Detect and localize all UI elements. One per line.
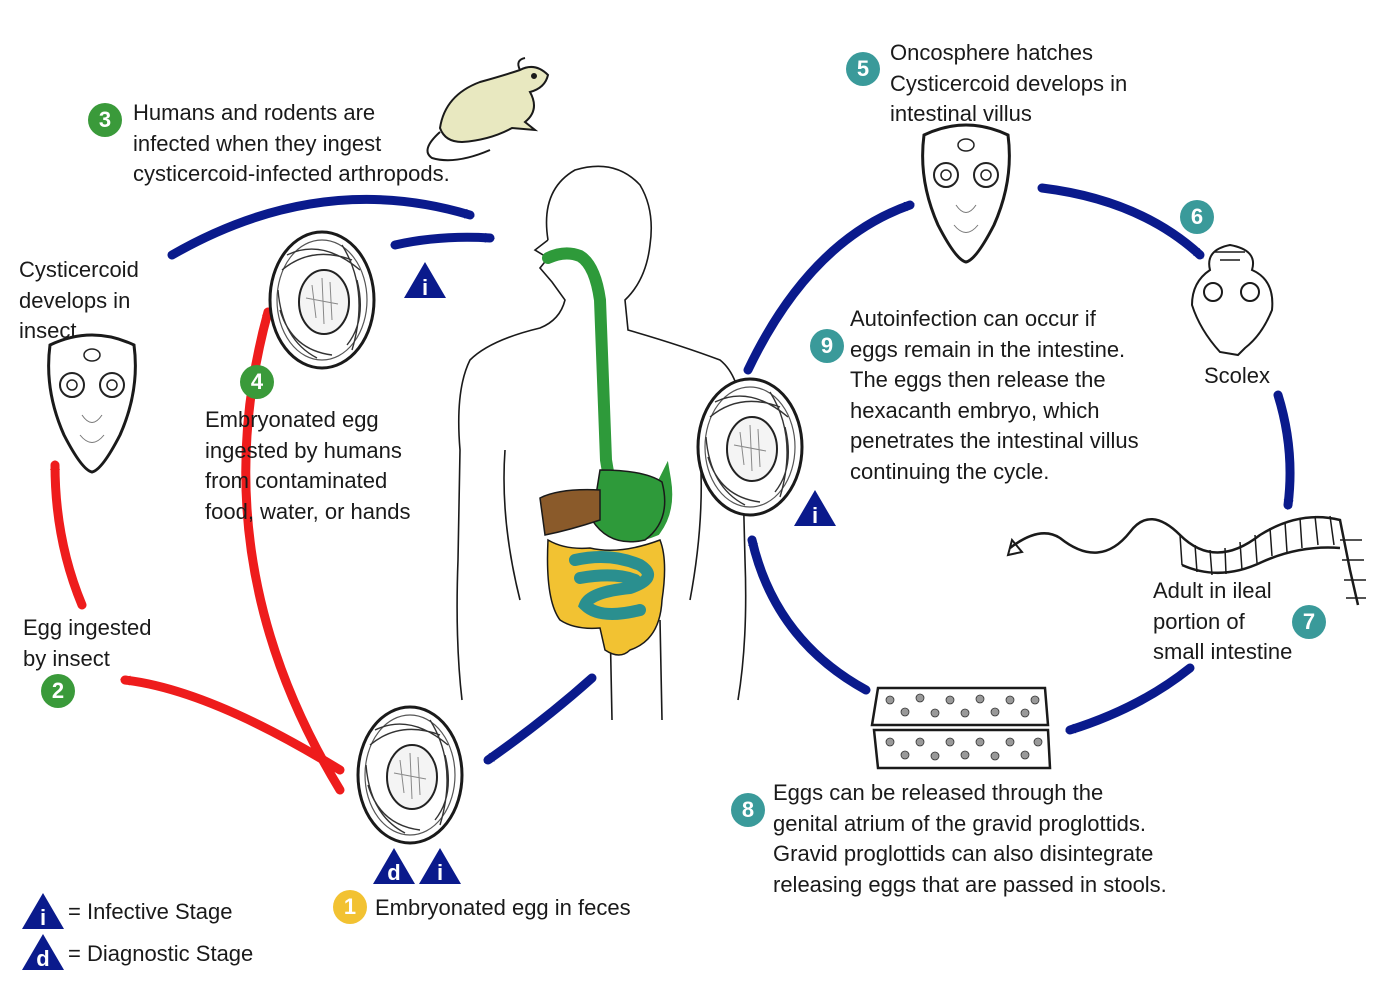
infective-marker-feces: i <box>419 848 461 885</box>
gravid-proglottids <box>870 686 1052 770</box>
cysticercoid-insect <box>47 333 137 474</box>
legend-infective-symbol: i <box>22 893 64 930</box>
svg-text:i: i <box>437 860 443 885</box>
infective-marker-auto: i <box>794 490 836 528</box>
cysticercoid-villus <box>921 123 1011 264</box>
step-1-text: Embryonated egg in feces <box>375 895 631 920</box>
egg-feces <box>356 705 464 845</box>
svg-text:i: i <box>422 275 428 300</box>
egg-infective-top <box>268 230 376 370</box>
stomach <box>591 469 666 543</box>
adult-worm <box>1006 515 1366 606</box>
step-1-badge: 1 <box>333 890 367 924</box>
step-7-text: Adult in ileal portion of small intestin… <box>1153 578 1293 664</box>
step-2-badge: 2 <box>41 674 75 708</box>
svg-text:i: i <box>812 503 818 528</box>
small-intestine <box>569 551 654 620</box>
infective-marker-top: i <box>404 262 446 300</box>
step-2-text: Egg ingested by insect <box>23 615 152 671</box>
blue-arrows <box>167 183 1295 765</box>
diagnostic-marker-feces: d <box>373 848 415 885</box>
step-6-badge: 6 <box>1180 200 1214 234</box>
step-4-text: Embryonated egg ingested by humans from … <box>205 407 411 524</box>
legend-diagnostic-symbol: d <box>22 934 64 971</box>
step-9-badge: 9 <box>810 329 844 363</box>
svg-text:d: d <box>387 860 400 885</box>
step-8-text: Eggs can be released through the genital… <box>773 780 1167 897</box>
svg-text:i: i <box>40 905 46 930</box>
cysticercoid-label: Cysticercoid develops in insect <box>19 257 139 343</box>
legend-infective-label: = Infective Stage <box>68 899 233 924</box>
svg-text:d: d <box>36 946 49 971</box>
step-4-badge: 4 <box>240 365 274 399</box>
egg-autoinfection <box>696 377 804 517</box>
step-3-text: Humans and rodents are infected when the… <box>133 100 450 186</box>
step-8-badge: 8 <box>731 793 765 827</box>
scolex-label: Scolex <box>1204 363 1271 388</box>
liver <box>539 488 601 536</box>
scolex-illustration <box>1190 243 1274 357</box>
step-5-badge: 5 <box>846 52 880 86</box>
step-3-badge: 3 <box>88 103 122 137</box>
step-9-text: Autoinfection can occur if eggs remain i… <box>850 306 1139 484</box>
step-7-badge: 7 <box>1292 605 1326 639</box>
rodent-illustration <box>426 57 550 162</box>
step-5-text: Oncosphere hatches Cysticercoid develops… <box>890 40 1128 126</box>
legend-diagnostic-label: = Diagnostic Stage <box>68 941 254 966</box>
